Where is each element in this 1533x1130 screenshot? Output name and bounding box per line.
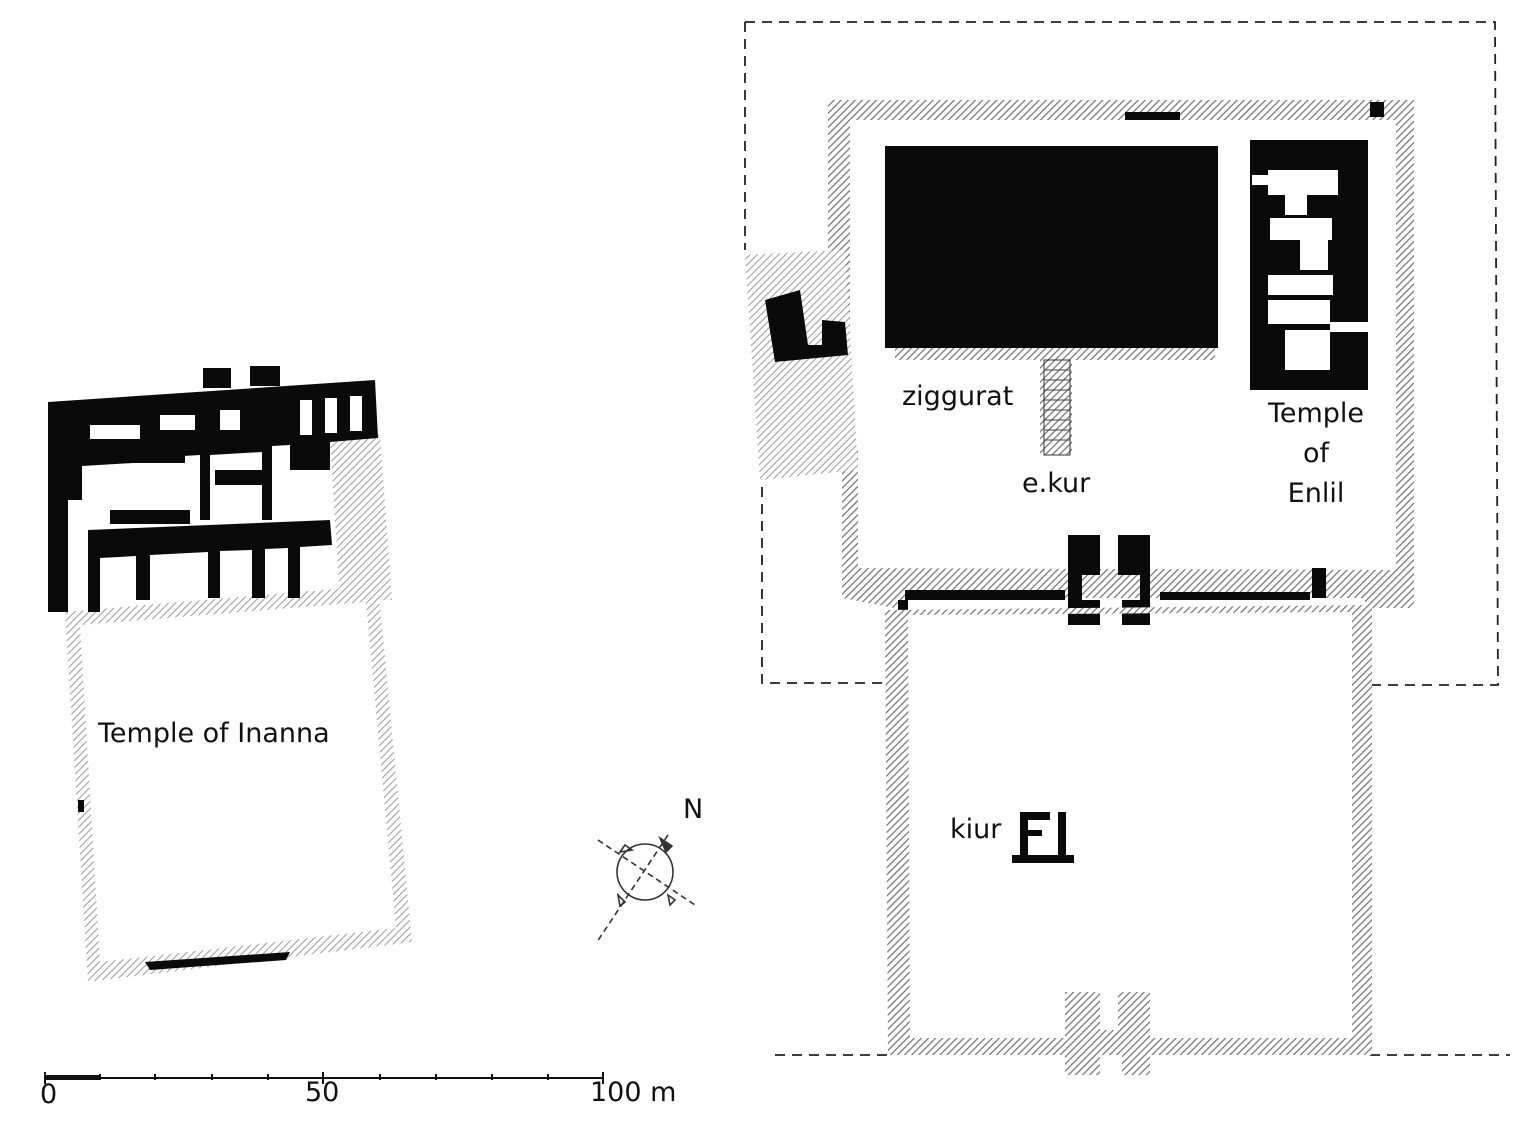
enlil-precinct-plan xyxy=(744,21,1510,1075)
inanna-south-gate xyxy=(145,952,290,970)
temple-of-inanna-plan xyxy=(48,366,412,982)
north-gate xyxy=(1125,112,1180,120)
inanna-hatched-wall xyxy=(65,585,412,982)
label-ziggurat: ziggurat xyxy=(902,381,1013,412)
dashed-precinct-boundary xyxy=(744,21,1510,1056)
kiur-structure xyxy=(1012,812,1074,863)
west-annex-hatched xyxy=(745,250,858,480)
scale-label-0: 0 xyxy=(40,1079,57,1110)
label-temple-of-inanna: Temple of Inanna xyxy=(97,718,330,749)
inanna-room-openings xyxy=(90,396,362,597)
inanna-hatched-east xyxy=(330,435,392,600)
label-ekur: e.kur xyxy=(1022,468,1091,499)
label-temple-enlil-line3: Enlil xyxy=(1288,478,1345,509)
ziggurat-base-hatched xyxy=(895,348,1215,455)
south-gate xyxy=(1065,992,1150,1075)
ziggurat-mass xyxy=(885,146,1218,348)
label-north: N xyxy=(683,794,703,825)
ziggurat-stair xyxy=(1043,359,1071,456)
label-kiur: kiur xyxy=(950,814,1002,845)
scale-bar xyxy=(44,1072,604,1084)
label-temple-enlil-line1: Temple xyxy=(1267,398,1364,429)
scale-label-100m: 100 m xyxy=(590,1077,676,1108)
label-temple-enlil-line2: of xyxy=(1303,438,1331,469)
north-arrow-icon xyxy=(596,834,696,943)
west-annex-solid xyxy=(765,290,848,362)
temple-of-enlil-rooms xyxy=(1250,140,1368,390)
scale-label-50: 50 xyxy=(305,1077,339,1108)
